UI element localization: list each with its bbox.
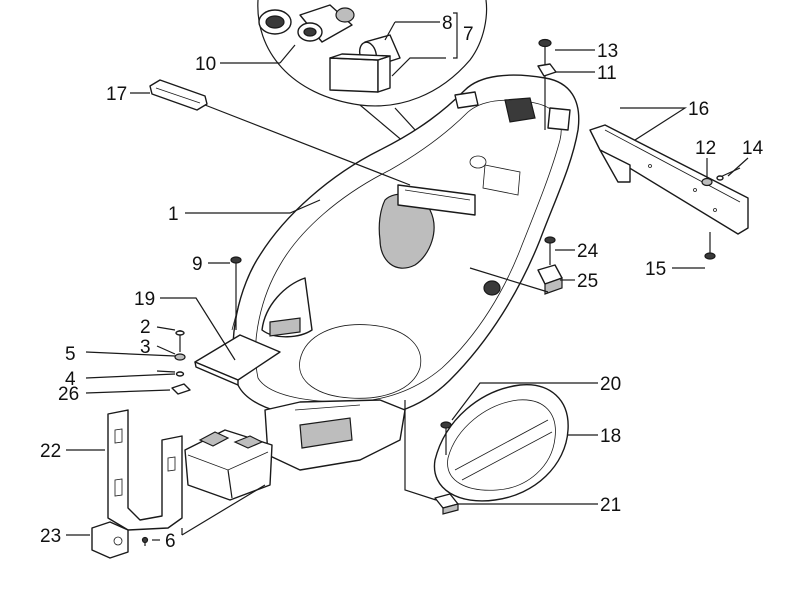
callout-9: 9 <box>192 254 203 275</box>
bracket-part-22 <box>107 409 183 531</box>
screw-part-9 <box>230 256 242 330</box>
callout-4: 4 <box>65 369 76 390</box>
callout-7: 7 <box>463 24 474 45</box>
callout-24: 24 <box>577 241 599 262</box>
callout-2: 2 <box>140 317 151 338</box>
screw-part-15 <box>704 232 716 260</box>
rail-part-16 <box>589 124 749 235</box>
callout-15: 15 <box>645 259 666 280</box>
screw-part-24 <box>544 236 556 265</box>
screw-part-14 <box>716 167 741 181</box>
callout-12: 12 <box>695 138 716 159</box>
washer-part-12 <box>701 177 713 187</box>
clip-part-23 <box>91 521 129 559</box>
callout-18: 18 <box>600 426 621 447</box>
callout-16: 16 <box>688 99 709 120</box>
callout-26: 26 <box>58 384 79 405</box>
callout-20: 20 <box>600 374 621 395</box>
nut-part-11 <box>537 63 557 77</box>
callout-6: 6 <box>165 531 176 552</box>
callout-5: 5 <box>65 344 76 365</box>
callout-14: 14 <box>742 138 764 159</box>
helmet-compartment-part-1 <box>231 74 580 471</box>
hardware-stack <box>171 330 191 395</box>
pad-part-17 <box>149 79 208 111</box>
callout-8: 8 <box>442 13 453 34</box>
callout-10: 10 <box>195 54 216 75</box>
callout-22: 22 <box>40 441 61 462</box>
leader-lines <box>66 12 749 541</box>
callout-11: 11 <box>597 63 617 84</box>
callout-25: 25 <box>577 271 598 292</box>
screw-part-20 <box>440 421 452 455</box>
screw-part-13 <box>538 38 552 130</box>
cover-part-18 <box>433 384 569 502</box>
callout-23: 23 <box>40 526 61 547</box>
clip-part-21 <box>434 493 459 515</box>
callout-13: 13 <box>597 41 618 62</box>
lighter-socket-part-10 <box>258 4 355 43</box>
nut-part-25 <box>537 264 563 295</box>
screw-part-6 <box>141 536 149 546</box>
battery-box <box>184 429 273 501</box>
callout-17: 17 <box>106 84 127 105</box>
box-part-7 <box>329 53 391 93</box>
callout-labels: 1 2 3 4 5 6 7 8 9 10 11 12 13 14 15 16 1… <box>40 13 764 552</box>
callout-21: 21 <box>600 495 621 516</box>
callout-19: 19 <box>134 289 155 310</box>
callout-1: 1 <box>168 204 179 225</box>
callout-3: 3 <box>140 337 151 358</box>
